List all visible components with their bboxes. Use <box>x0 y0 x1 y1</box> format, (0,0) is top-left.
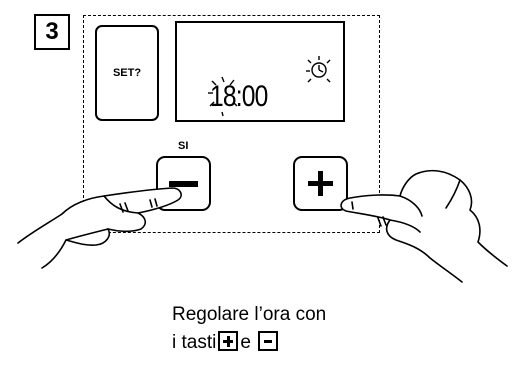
instruction-prefix: i tasti <box>172 332 217 353</box>
instruction-line-2: i tasti e <box>172 329 326 357</box>
sun-icon <box>208 76 238 117</box>
plus-button[interactable] <box>293 156 348 211</box>
lcd-display <box>175 21 345 122</box>
clock-icon <box>306 56 331 83</box>
minus-key-icon <box>258 331 279 351</box>
left-hand-illustration <box>17 187 182 269</box>
instruction-conjunction: e <box>240 332 251 353</box>
right-hand-illustration <box>340 169 508 283</box>
device-outline <box>83 15 380 233</box>
si-label: SI <box>178 140 189 152</box>
set-key-label: SET? <box>112 67 142 79</box>
plus-icon-vertical <box>318 171 323 196</box>
plus-key-icon <box>218 331 239 351</box>
set-key[interactable]: SET? <box>95 25 159 121</box>
instruction-text: Regolare l’ora con i tasti e <box>172 301 326 357</box>
time-readout: 18:00 <box>210 80 268 113</box>
instruction-line-1: Regolare l’ora con <box>172 304 327 325</box>
minus-icon <box>169 181 198 187</box>
step-number-badge: 3 <box>34 14 70 50</box>
